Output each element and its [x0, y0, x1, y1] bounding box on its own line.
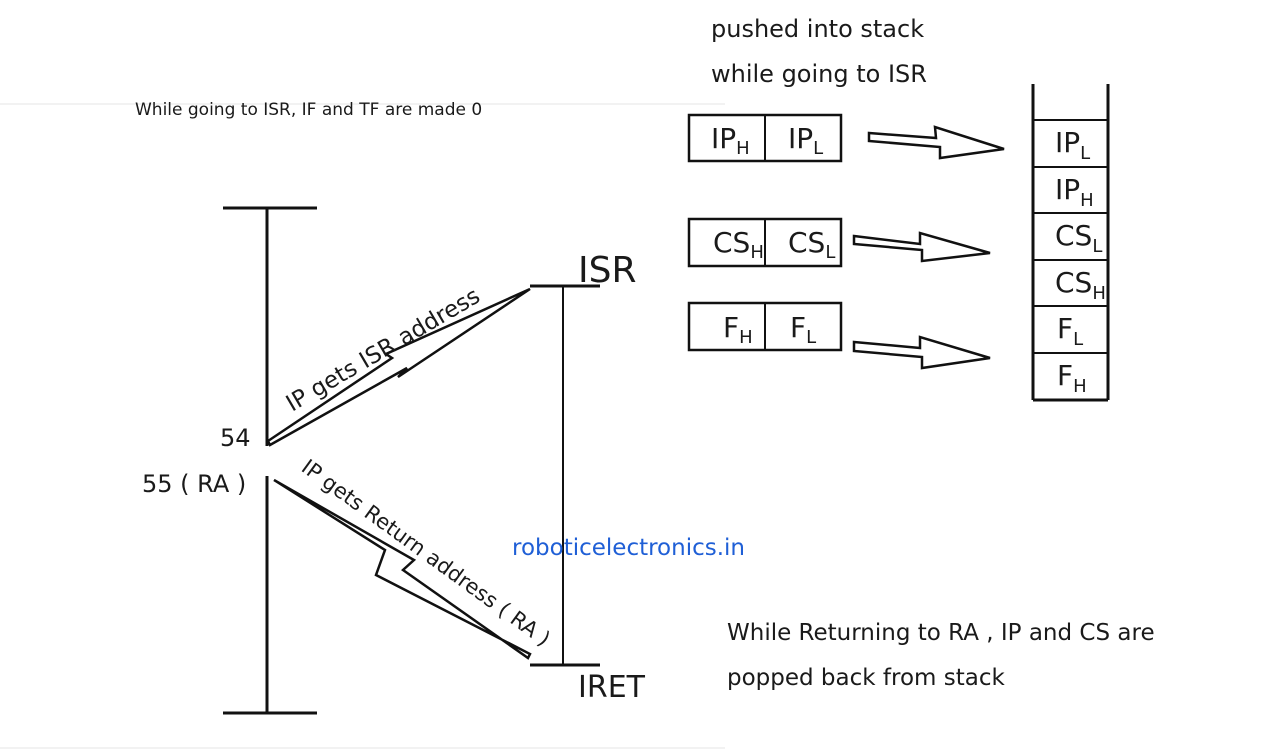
address-55-ra-label: 55 ( RA ) [142, 470, 246, 498]
register-ip-pair: IPH IPL [687, 113, 843, 163]
address-54-label: 54 [220, 424, 251, 452]
return-note-line1: While Returning to RA , IP and CS are [727, 620, 1155, 646]
push-arrow-cs-icon [852, 231, 991, 263]
stack-slot-csh: CSH [1055, 266, 1106, 304]
stack-slot-ipl: IPL [1055, 126, 1090, 164]
isr-label: ISR [578, 250, 636, 291]
isr-routine [530, 284, 600, 667]
arrow-to-isr-label: IP gets ISR address [282, 283, 485, 417]
stack-slot-fl: FL [1057, 312, 1083, 350]
register-flags-high: FH [723, 311, 753, 348]
main-program-timeline [223, 206, 317, 715]
register-cs-pair: CSH CSL [687, 217, 843, 268]
register-cs-high: CSH [713, 226, 764, 263]
pushed-note-line2: while going to ISR [711, 60, 927, 88]
arrow-to-isr-icon [266, 287, 531, 447]
stack-slot-fh: FH [1057, 359, 1087, 397]
pushed-note-line1: pushed into stack [711, 15, 924, 43]
stack-slot-csl: CSL [1055, 219, 1102, 257]
push-arrow-ip-icon [867, 125, 1005, 160]
register-flags-low: FL [790, 311, 816, 348]
push-arrow-flags-icon [852, 335, 991, 370]
iret-label: IRET [578, 670, 646, 705]
register-ip-low: IPL [788, 122, 823, 159]
register-ip-high: IPH [711, 122, 750, 159]
stack-slot-iph: IPH [1055, 173, 1094, 211]
return-note-line2: popped back from stack [727, 665, 1005, 691]
watermark-text: roboticelectronics.in [512, 535, 745, 561]
register-flags-pair: FH FL [687, 301, 843, 352]
isr-flags-note: While going to ISR, IF and TF are made 0 [135, 100, 482, 120]
arrow-to-ra-icon [273, 478, 532, 660]
register-cs-low: CSL [788, 226, 835, 263]
stack: IPL IPH CSL CSH FL FH [1031, 84, 1110, 402]
